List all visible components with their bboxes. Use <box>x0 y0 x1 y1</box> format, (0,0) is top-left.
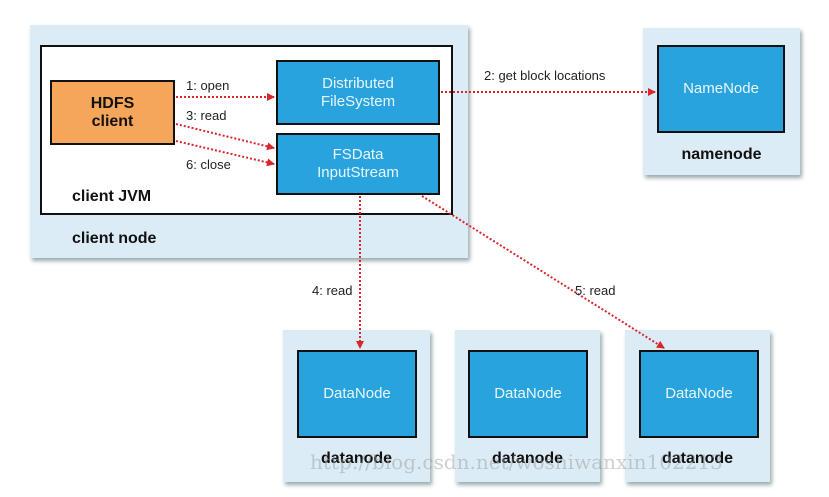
namenode-label: namenode <box>681 146 762 163</box>
datanode-2-label: datanode <box>491 450 564 467</box>
namenode-inner: NameNode <box>657 45 785 133</box>
label-get-block: 2: get block locations <box>484 68 606 83</box>
distributed-filesystem: Distributed FileSystem <box>276 60 440 125</box>
datanode-3-inner: DataNode <box>639 350 759 438</box>
datanode-2-inner: DataNode <box>468 350 588 438</box>
label-read-4: 4: read <box>312 283 353 298</box>
arrow-close <box>175 140 275 167</box>
label-open: 1: open <box>186 78 230 93</box>
hdfs-client: HDFS client <box>50 80 175 145</box>
label-read-3: 3: read <box>186 108 227 123</box>
arrow-read-3 <box>175 123 275 151</box>
label-close: 6: close <box>186 157 231 172</box>
label-read-5: 5: read <box>575 283 616 298</box>
arrow-read-5 <box>421 195 665 349</box>
datanode-3-label: datanode <box>661 450 734 467</box>
datanode-1-label: datanode <box>320 450 393 467</box>
watermark: http://blog.csdn.net/woshiwanxin102213 <box>310 450 723 474</box>
fsdata-inputstream: FSData InputStream <box>276 133 440 195</box>
client-jvm-label: client JVM <box>72 188 152 205</box>
datanode-1-inner: DataNode <box>297 350 417 438</box>
client-node-label: client node <box>72 230 157 247</box>
